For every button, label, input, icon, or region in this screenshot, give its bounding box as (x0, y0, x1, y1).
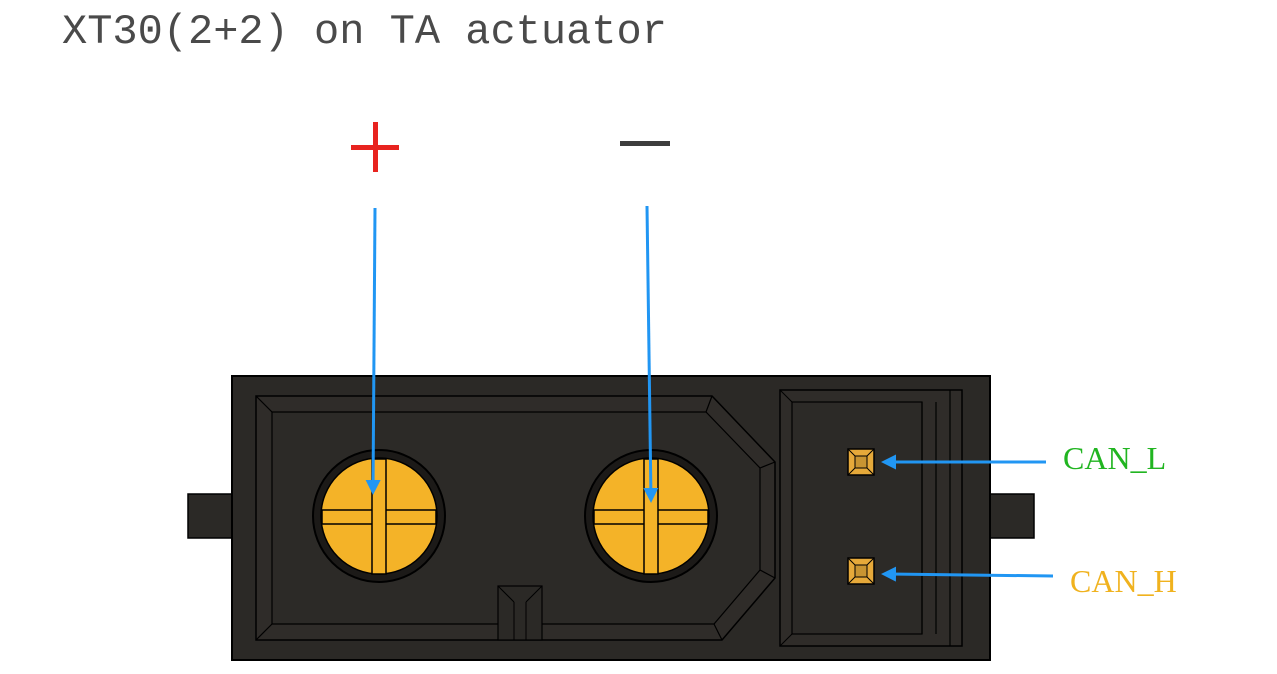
can-h-arrow (881, 566, 1054, 582)
minus-label: — (620, 141, 670, 151)
svg-text:—: — (645, 149, 646, 151)
plus-arrow (365, 207, 381, 495)
can-l-pin (847, 448, 875, 476)
negative-terminal (584, 449, 718, 583)
positive-terminal (312, 449, 446, 583)
can-l-label: CAN_L (1063, 440, 1166, 476)
minus-arrow (643, 205, 659, 503)
left-tab (187, 493, 235, 539)
plus-label: + (351, 122, 399, 172)
diagram-title: XT30(2+2) on TA actuator (62, 8, 667, 56)
key-slot (497, 585, 543, 641)
can-h-label: CAN_H (1070, 563, 1177, 599)
right-tab (987, 493, 1035, 539)
can-h-pin (847, 557, 875, 585)
